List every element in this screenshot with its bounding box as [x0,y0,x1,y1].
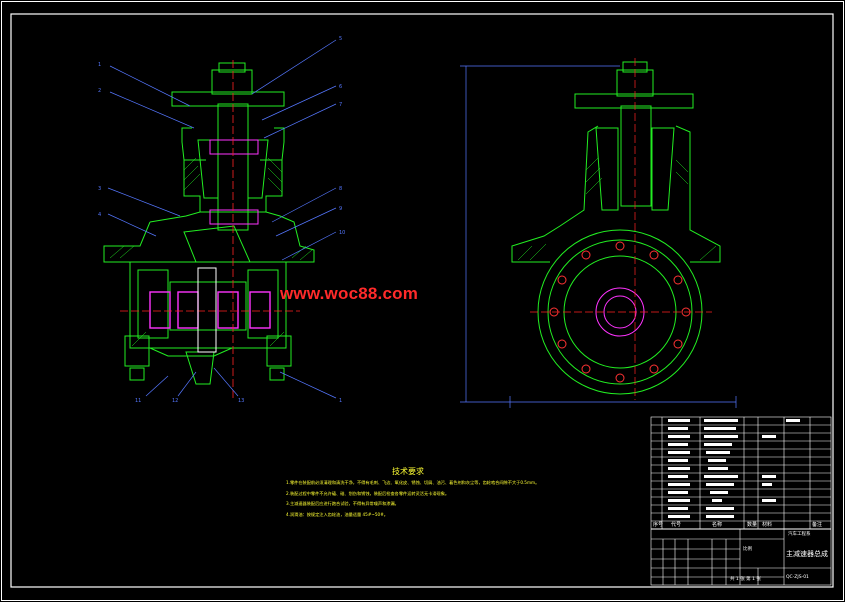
hdr-qty: 数量 [747,521,757,528]
svg-text:4: 4 [98,212,101,218]
svg-text:13: 13 [238,398,244,404]
parts-list-table [650,416,832,586]
hdr-seq: 序号 [653,521,663,528]
inner-border [10,13,834,588]
tech-requirements-notes: 1.零件在装配前必须清理和清洗干净，不得有毛刺、飞边、氧化皮、锈蚀、切屑、油污、… [286,478,626,520]
section-left-hatching [120,60,300,400]
drawing-title: 主减速器总成 [786,549,828,558]
tech-note: 1.零件在装配前必须清理和清洗干净，不得有毛刺、飞边、氧化皮、锈蚀、切屑、油污、… [286,480,540,485]
hdr-name: 名称 [712,521,722,528]
tech-requirements-title: 技术要求 [392,467,424,476]
svg-text:5: 5 [339,36,342,42]
drawing-number: QC-ZJS-01 [786,574,809,580]
svg-text:9: 9 [339,206,342,212]
dimension-lines [460,65,737,408]
section-left-hatch-lines [109,157,313,347]
scale-label: 比例 [743,545,752,552]
side-view-hatch [517,157,717,261]
watermark: www.woc88.com [280,284,419,303]
parts-list-cells [668,419,800,518]
svg-text:11: 11 [135,398,141,404]
tech-note: 4.润滑油：按规定注入齿轮油，油量适量 45#~50#。 [286,511,388,517]
title-block-headers: 代号 名称 数量 材料 备注 序号 主减速器总成 汽车工程系 QC-ZJS-01… [653,521,828,582]
svg-text:10: 10 [339,230,345,236]
svg-text:1: 1 [98,62,101,68]
sheet-label: 共 1 张 第 1 张 [730,575,761,582]
side-view-centerlines [530,58,712,400]
svg-text:7: 7 [339,102,342,108]
svg-text:12: 12 [172,398,178,404]
school-name: 汽车工程系 [788,530,811,537]
side-view-right [511,61,721,395]
svg-text:1: 1 [339,398,342,404]
svg-text:8: 8 [339,186,342,192]
hdr-material: 材料 [762,521,772,528]
svg-text:2: 2 [98,88,101,94]
leader-lines [107,39,337,399]
tech-note: 2.装配过程中零件不允许磕、碰、划伤和锈蚀，装配后检查各零件运转灵活无卡滞现象。 [286,490,450,496]
hdr-code: 代号 [671,521,681,528]
tech-note: 3.主减速器装配后应进行跑合试验，不得有异常噪声和渗漏。 [286,501,399,507]
svg-text:3: 3 [98,186,101,192]
svg-text:6: 6 [339,84,342,90]
section-view-left [103,62,315,385]
hdr-note: 备注 [812,521,822,528]
